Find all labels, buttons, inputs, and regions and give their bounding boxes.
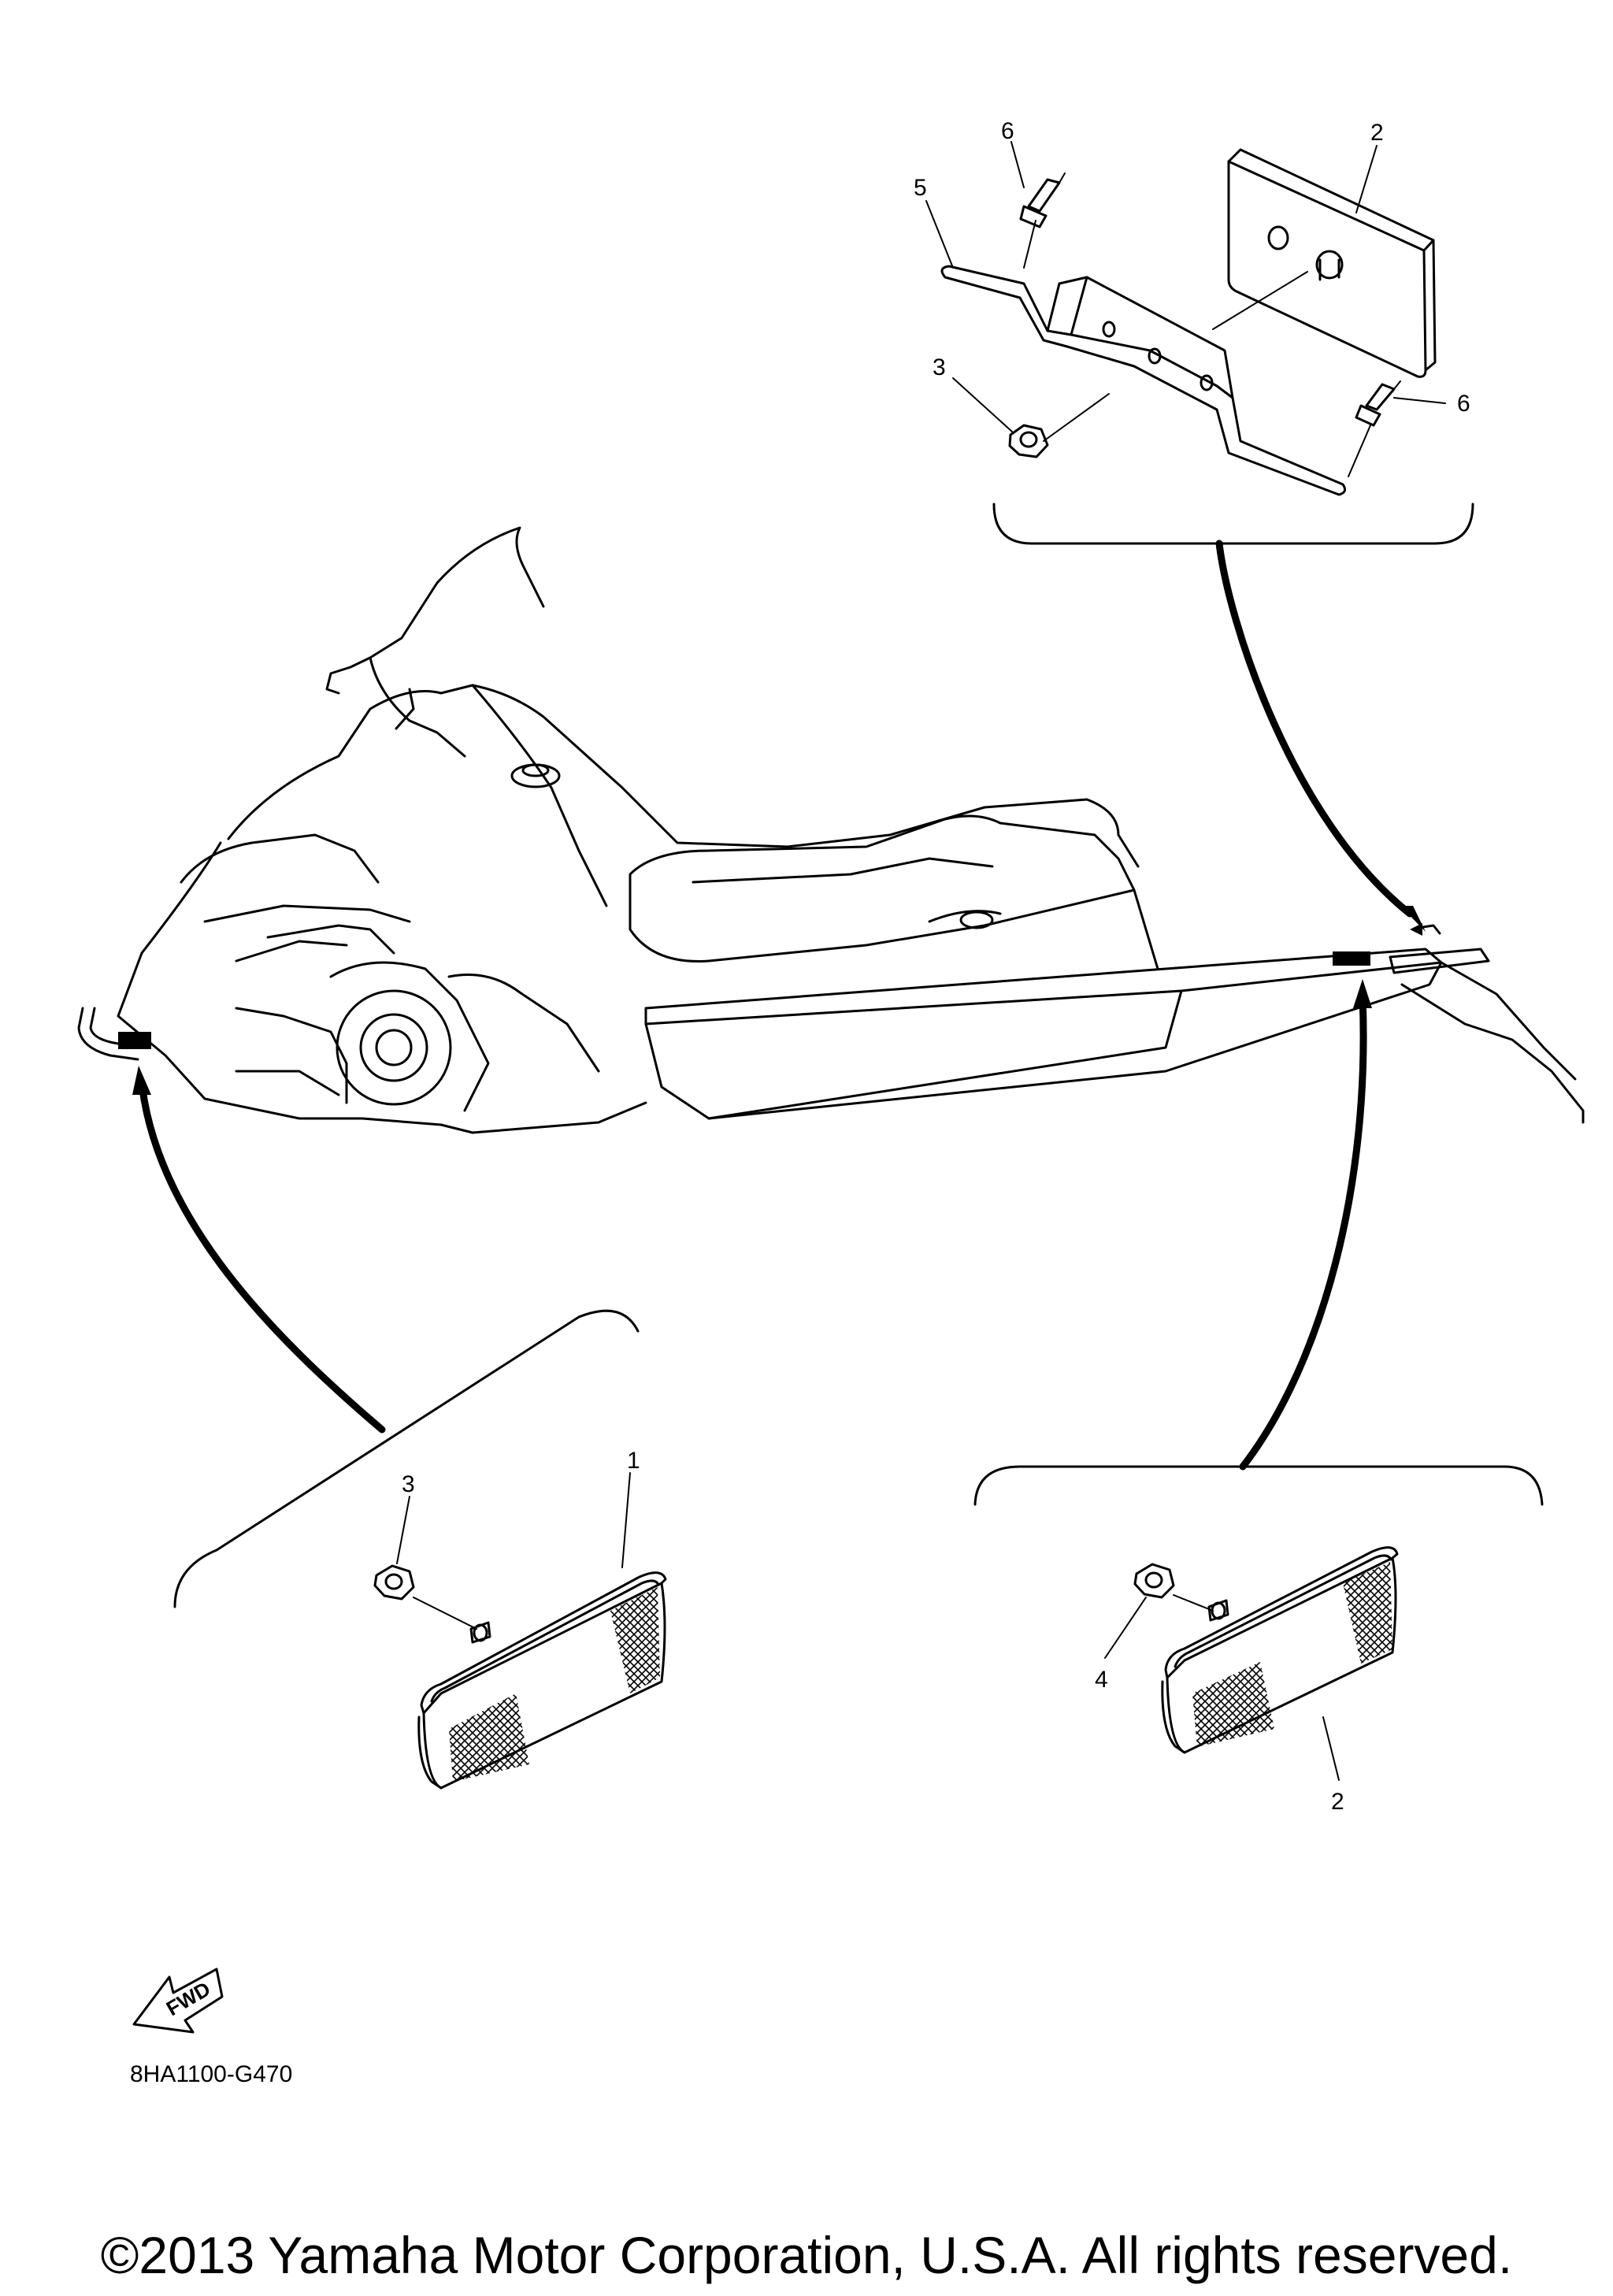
rivet-top-upper <box>1019 172 1066 228</box>
snowmobile-illustration <box>77 526 1585 1134</box>
callout-left-1: 1 <box>627 1448 640 1474</box>
front-reflector <box>417 1571 667 1790</box>
callout-top-2: 2 <box>1370 120 1384 146</box>
top-detail-group: 6 2 5 3 6 <box>914 118 1474 932</box>
rear-reflector-plate <box>1227 148 1437 378</box>
left-detail-group: 3 1 <box>132 1066 667 1790</box>
callout-top-6b: 6 <box>1457 391 1470 417</box>
rear-reflector-marker <box>1333 951 1370 966</box>
rivet-top-lower <box>1355 380 1401 427</box>
callout-top-3: 3 <box>933 354 946 380</box>
drawing-code: 8HA1100-G470 <box>130 2061 293 2087</box>
nut-top <box>1008 424 1049 458</box>
copyright-notice: ©2013 Yamaha Motor Corporation, U.S.A. A… <box>100 2226 1513 2284</box>
right-detail-group: 4 2 <box>973 979 1544 1815</box>
callout-left-3: 3 <box>402 1471 415 1497</box>
reflector-bracket <box>940 265 1347 496</box>
callout-right-4: 4 <box>1095 1667 1108 1693</box>
front-reflector-marker <box>118 1032 151 1049</box>
nut-right <box>1133 1563 1175 1599</box>
rear-reflector <box>1161 1546 1399 1754</box>
nut-left <box>373 1564 415 1601</box>
callout-top-5: 5 <box>914 175 927 201</box>
callout-right-2: 2 <box>1331 1789 1344 1815</box>
callout-top-6a: 6 <box>1001 118 1014 144</box>
fwd-arrow-icon: FWD <box>132 1968 224 2034</box>
